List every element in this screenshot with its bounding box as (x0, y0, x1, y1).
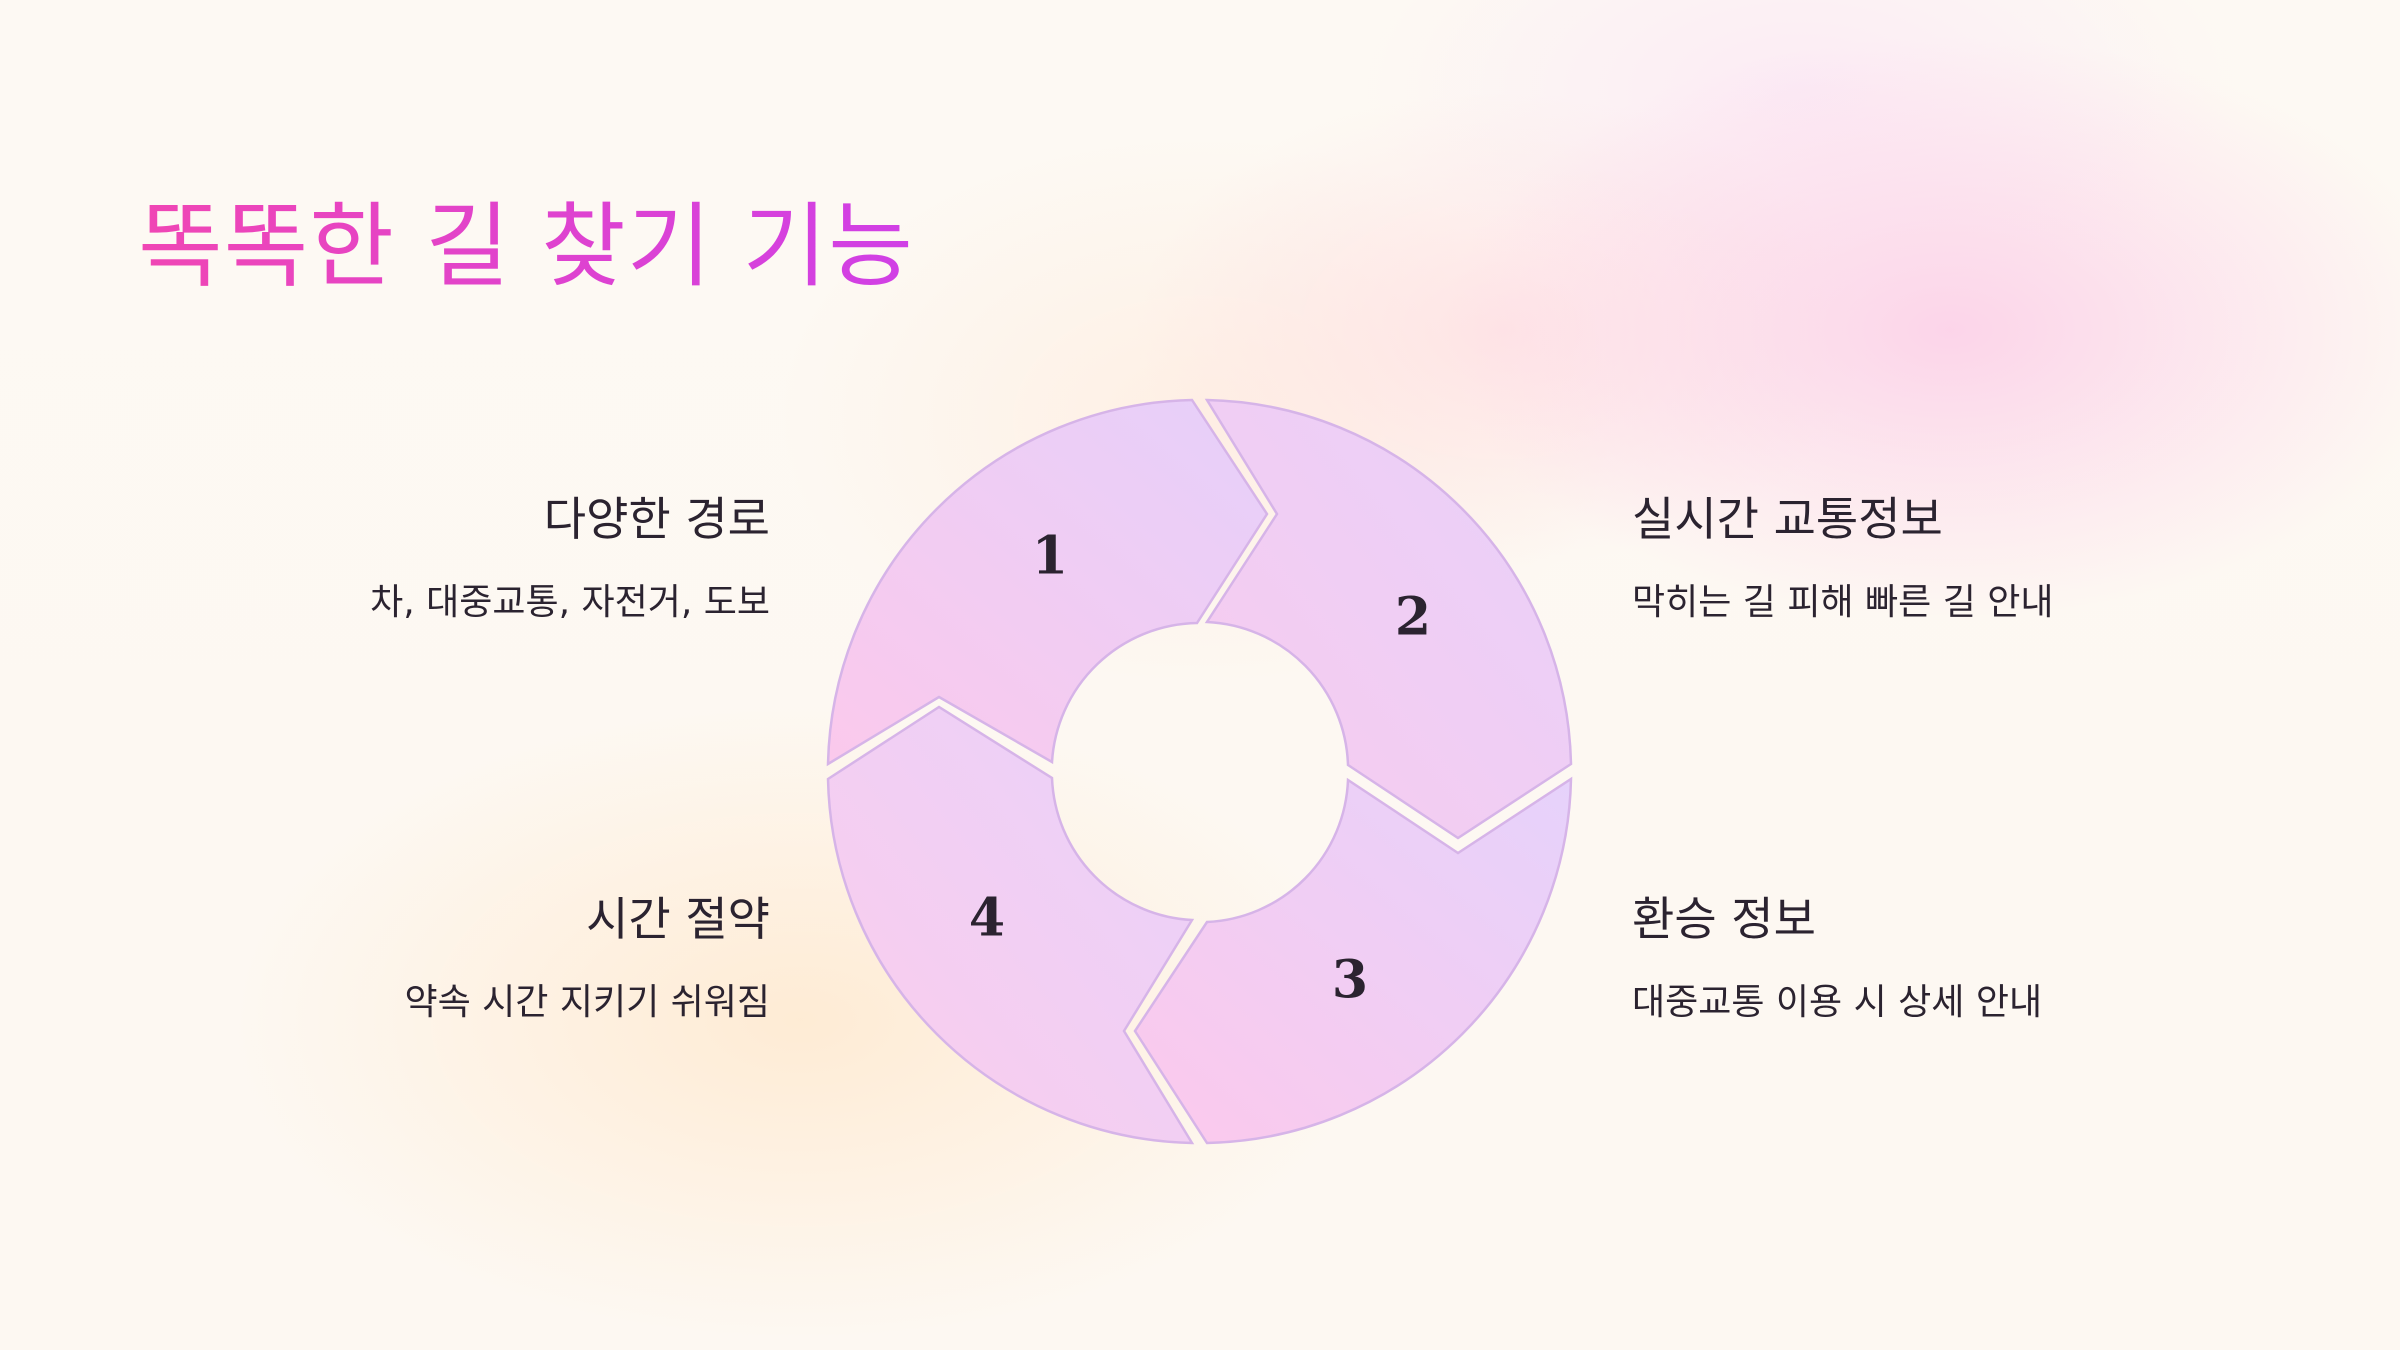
step-4-description: 약속 시간 지키기 쉬워짐 (404, 982, 770, 1024)
step-2-title: 실시간 교통정보 (1632, 492, 1943, 546)
step-4-block: 시간 절약 약속 시간 지키기 쉬워짐 (150, 892, 770, 1024)
cycle-segment-4 (826, 705, 1195, 1145)
step-number-4: 4 (969, 888, 1005, 949)
step-4-title: 시간 절약 (586, 892, 770, 946)
cycle-segment-1 (826, 398, 1269, 767)
step-3-title: 환승 정보 (1632, 892, 1816, 946)
step-3-block: 환승 정보 대중교통 이용 시 상세 안내 (1632, 892, 2252, 1024)
step-2-description: 막히는 길 피해 빠른 길 안내 (1632, 582, 2054, 624)
step-number-3: 3 (1332, 950, 1368, 1011)
page-title: 똑똑한 길 찾기 기능 (138, 193, 914, 300)
cycle-segment-3 (1133, 776, 1573, 1145)
step-number-2: 2 (1395, 587, 1431, 648)
step-1-title: 다양한 경로 (543, 492, 770, 546)
step-3-description: 대중교통 이용 시 상세 안내 (1632, 982, 2043, 1024)
step-1-description: 차, 대중교통, 자전거, 도보 (370, 582, 770, 624)
cycle-segment-2 (1204, 398, 1573, 840)
step-2-block: 실시간 교통정보 막히는 길 피해 빠른 길 안내 (1632, 492, 2252, 624)
step-1-block: 다양한 경로 차, 대중교통, 자전거, 도보 (150, 492, 770, 624)
step-number-1: 1 (1032, 526, 1068, 587)
